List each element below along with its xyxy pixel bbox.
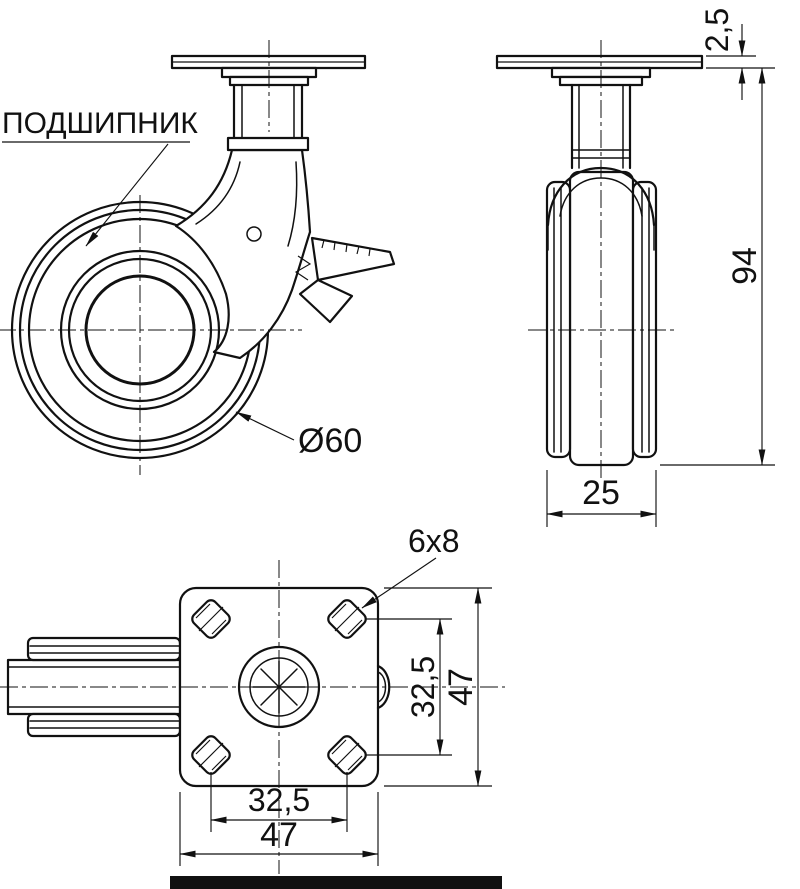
wheel-diameter-label: Ø60 [298, 422, 362, 460]
plate-width-dim: 47 [260, 816, 298, 854]
bearing-leader [85, 143, 169, 247]
brake-lever [298, 278, 354, 324]
dim-hole-pitch-horizontal: 32,5 [210, 772, 348, 832]
hole-hatch [195, 739, 227, 771]
brake-pedal [294, 236, 396, 324]
bottom-black-bar [170, 876, 502, 889]
slot-size-callout: 6x8 [361, 523, 460, 609]
bolt-slot-bottom-left [191, 735, 231, 775]
front-stem-collar [226, 136, 310, 152]
side-plate-stem [495, 54, 704, 170]
plate-height-dim: 47 [442, 668, 480, 706]
side-wheel-left-plate [545, 180, 572, 459]
slot-size-label: 6x8 [408, 523, 460, 559]
hole-hatch [331, 739, 363, 771]
hole-hatch [331, 603, 363, 635]
side-wheel-right-plate [631, 180, 658, 459]
side-stem [570, 83, 632, 170]
brake-pedal-serrations [321, 239, 371, 257]
brake-bump-outer [376, 664, 391, 710]
dim-wheel-width: 25 [546, 470, 657, 527]
bolt-slot-bottom-right [327, 735, 367, 775]
top-centerlines [0, 560, 505, 874]
fork-inner-right-edge [287, 161, 298, 247]
bearing-callout: ПОДШИПНИК [2, 107, 198, 247]
dim-plate-thickness: 2,5 [699, 8, 775, 100]
dim-plate-width: 47 [179, 792, 379, 866]
bolt-slot-top-right [327, 599, 367, 639]
hole-pitch-vertical-dim: 32,5 [405, 656, 441, 718]
dim-plate-height: 47 [384, 587, 492, 787]
top-wheel-lower-plate [26, 712, 182, 738]
brake-spring [294, 255, 312, 281]
fork-inner-left-edge [195, 161, 241, 225]
side-centerlines [528, 40, 676, 478]
plate-thickness-dim: 2,5 [699, 8, 735, 52]
side-view: 2,5 94 25 [495, 8, 775, 527]
bolt-slot-top-left [191, 599, 231, 639]
wheel-diameter-callout: Ø60 [235, 411, 362, 460]
hole-hatch [195, 603, 227, 635]
swivel-fork [174, 148, 312, 360]
top-wheel-upper-plate [26, 636, 182, 662]
front-view: ПОДШИПНИК Ø60 [0, 40, 396, 475]
fork-body [174, 148, 312, 360]
dim-overall-height: 94 [660, 67, 775, 466]
dim-hole-pitch-vertical: 32,5 [366, 618, 452, 756]
brake-pedal-plate [310, 236, 396, 282]
top-view: 6x8 32,5 47 32,5 47 [0, 523, 505, 889]
slot-size-leader [361, 557, 437, 609]
front-stem [232, 83, 304, 142]
bearing-label: ПОДШИПНИК [2, 107, 198, 140]
diameter-leader [235, 411, 295, 441]
wheel-width-dim: 25 [582, 474, 620, 512]
overall-height-dim: 94 [726, 247, 764, 285]
hole-pitch-horizontal-dim: 32,5 [248, 782, 310, 818]
side-fork-cap-inner [559, 177, 643, 217]
fork-pin-hole [246, 226, 262, 242]
front-centerlines [0, 40, 302, 475]
